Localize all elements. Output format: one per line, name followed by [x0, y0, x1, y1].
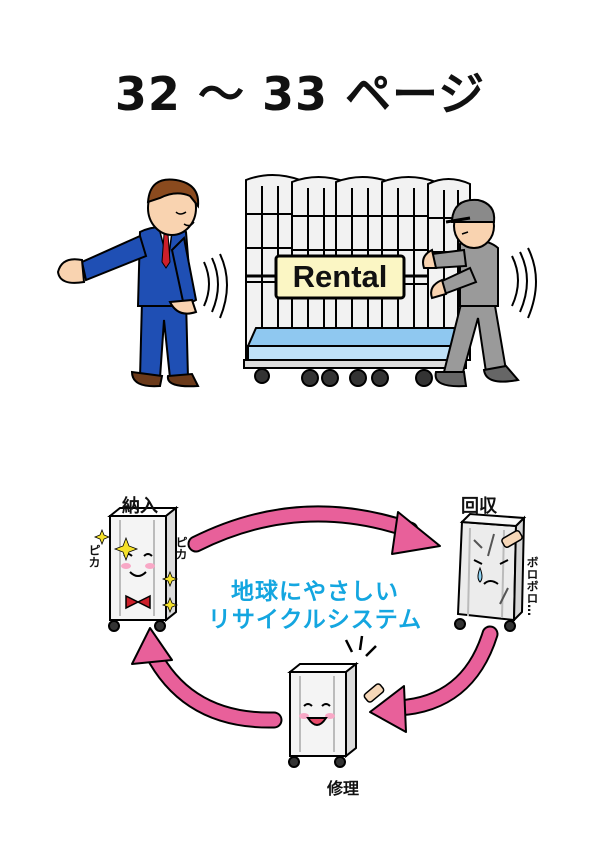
sparkle-icons [93, 528, 179, 614]
slogan-line-2: リサイクルシステム [207, 607, 423, 633]
collection-label: 回収 [461, 496, 497, 517]
businessman-figure [56, 178, 228, 388]
cycle-arrows [131, 505, 499, 733]
repaired-cart [287, 635, 385, 768]
rental-sign [246, 254, 428, 300]
page-title: 32 ～ 33 ページ [114, 67, 486, 121]
pika-left-text: ピカ [87, 544, 101, 568]
broken-cart [454, 512, 527, 632]
slogan-line-1: 地球にやさしい [231, 579, 399, 605]
repair-label: 修理 [327, 779, 360, 798]
shiny-cart [107, 505, 179, 632]
delivery-label: 納入 [122, 496, 158, 517]
boroboro-text: ボロボロ… [525, 556, 539, 616]
rental-sign-text: Rental [292, 259, 388, 294]
pika-right-text: ピカ [174, 536, 188, 560]
worker-figure [422, 198, 537, 388]
